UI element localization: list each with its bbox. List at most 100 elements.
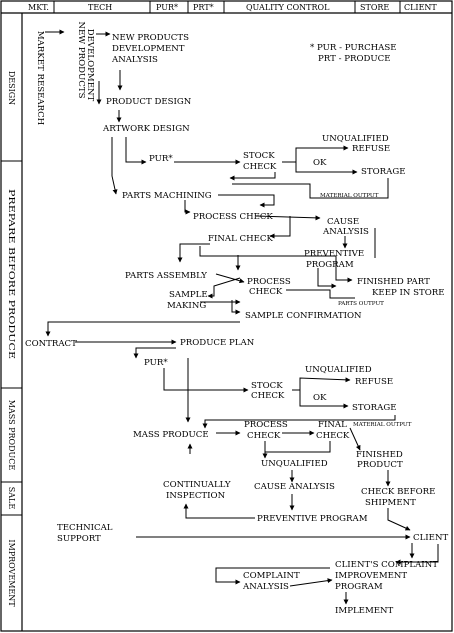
header-client: CLIENT [404, 3, 437, 12]
produce-plan-label: PRODUCE PLAN [180, 338, 255, 348]
technical-support-b: SUPPORT [57, 534, 101, 544]
connector [45, 321, 240, 337]
connector [199, 246, 353, 283]
header-tech: TECH [88, 3, 112, 12]
keep-in-store-label: KEEP IN STORE [372, 288, 445, 298]
new-products-vertical-2: DEVELOPMENT [85, 29, 95, 102]
preventive-program-label-2: PREVENTIVE PROGRAM [257, 514, 368, 524]
process-check-2a: PROCESS [247, 277, 291, 287]
check-before-shipment-b: SHIPMENT [365, 498, 416, 508]
market-research-label: MARKET RESEARCH [35, 31, 45, 126]
ok-label-1: OK [313, 158, 327, 168]
connector [286, 289, 355, 299]
finished-product-a: FINISHED [356, 450, 403, 460]
client-complaint-a: CLIENT'S COMPLAINT [335, 560, 438, 570]
connector [125, 137, 147, 165]
mass-produce-label: MASS PRODUCE [133, 430, 209, 440]
stage-design: DESIGN [7, 71, 16, 105]
stock-check-2a: STOCK [251, 381, 283, 391]
process-check-3b: CHECK [247, 431, 281, 441]
connector [299, 390, 349, 409]
stage-labels: DESIGN PREPARE BEFORE PRODUCE MASS PRODU… [7, 71, 16, 607]
connector [231, 300, 241, 315]
pur-label-1: PUR* [149, 154, 173, 164]
connector [184, 200, 191, 215]
legend: * PUR - PURCHASE PRT - PRODUCE [310, 43, 397, 64]
legend-produce: PRT - PRODUCE [318, 54, 390, 64]
connector [295, 162, 358, 175]
stage-mass-produce: MASS PRODUCE [7, 400, 16, 471]
finished-part-label: FINISHED PART [357, 277, 430, 287]
connector [387, 508, 411, 531]
parts-assembly-label: PARTS ASSEMBLY [125, 271, 207, 281]
cause-analysis-label-2: CAUSE ANALYSIS [254, 482, 335, 492]
stage-improvement: IMPROVEMENT [7, 539, 16, 607]
connector [163, 368, 249, 393]
connector [229, 172, 276, 181]
new-products-line3: ANALYSIS [111, 55, 158, 65]
connector [183, 503, 255, 519]
connector [317, 268, 337, 289]
connector [207, 277, 241, 299]
connector [289, 578, 333, 587]
process-check-3a: PROCESS [244, 420, 288, 430]
complaint-analysis-a: COMPLAINT [243, 571, 300, 581]
connector [133, 347, 176, 359]
prepare-stage-nodes: PARTS MACHINING PROCESS CHECK CAUSE ANAL… [25, 191, 445, 368]
sample-making-b: MAKING [167, 301, 206, 311]
preventive-label-1b: PROGRAM [306, 260, 354, 270]
connector [111, 137, 118, 195]
continually-inspection-b: INSPECTION [166, 491, 226, 501]
connector [269, 216, 291, 239]
final-check-label-1: FINAL CHECK [208, 234, 273, 244]
new-products-vertical-1: NEW PRODUCTS [76, 22, 86, 99]
storage-label-1: STORAGE [361, 167, 405, 177]
stage-sale: SALE [7, 487, 16, 510]
cause-label-1: CAUSE [327, 217, 359, 227]
preventive-label-1a: PREVENTIVE [304, 249, 364, 259]
connector [292, 377, 351, 391]
parts-output-label: PARTS OUTPUT [338, 301, 384, 307]
connector [395, 544, 439, 565]
connector [282, 145, 349, 163]
material-output-label-2: MATERIAL OUTPUT [353, 422, 412, 428]
finished-product-b: PRODUCT [357, 460, 403, 470]
material-output-label-1: MATERIAL OUTPUT [320, 193, 379, 199]
flow-connectors [45, 29, 439, 605]
header-quality-control: QUALITY CONTROL [246, 3, 330, 12]
connector [177, 243, 210, 263]
stage-prepare: PREPARE BEFORE PRODUCE [7, 189, 16, 359]
connector [265, 441, 331, 453]
stock-check-1b: CHECK [243, 162, 277, 172]
header-mkt: MKT. [28, 3, 49, 12]
connector [349, 427, 361, 451]
header-store: STORE [360, 3, 389, 12]
process-check-2b: CHECK [249, 287, 283, 297]
check-before-shipment-a: CHECK BEFORE [361, 487, 435, 497]
unqualified-label-3: UNQUALIFIED [261, 459, 328, 469]
complaint-analysis-b: ANALYSIS [242, 582, 289, 592]
client-complaint-b: IMPROVEMENT [335, 571, 407, 581]
process-check-label-1: PROCESS CHECK [193, 212, 273, 222]
final-check-3a: FINAL [318, 420, 347, 430]
column-headers: MKT. TECH PUR* PRT* QUALITY CONTROL STOR… [28, 3, 437, 12]
artwork-design-label: ARTWORK DESIGN [102, 124, 190, 134]
continually-inspection-a: CONTINUALLY [163, 480, 231, 490]
final-check-3b: CHECK [316, 431, 350, 441]
analysis-label-1: ANALYSIS [322, 227, 369, 237]
client-complaint-c: PROGRAM [335, 582, 383, 592]
pur-label-2: PUR* [144, 358, 168, 368]
new-products-line2: DEVELOPMENT [112, 44, 185, 54]
connector [215, 567, 330, 585]
connector [232, 178, 389, 199]
connector [255, 215, 321, 221]
connector [215, 273, 245, 284]
header-pur: PUR* [156, 3, 178, 12]
sample-making-a: SAMPLE [169, 290, 208, 300]
ok-label-2: OK [313, 393, 327, 403]
refuse-label-2: REFUSE [355, 377, 393, 387]
technical-support-a: TECHNICAL [57, 523, 113, 533]
unqualified-label-1: UNQUALIFIED [322, 134, 389, 144]
